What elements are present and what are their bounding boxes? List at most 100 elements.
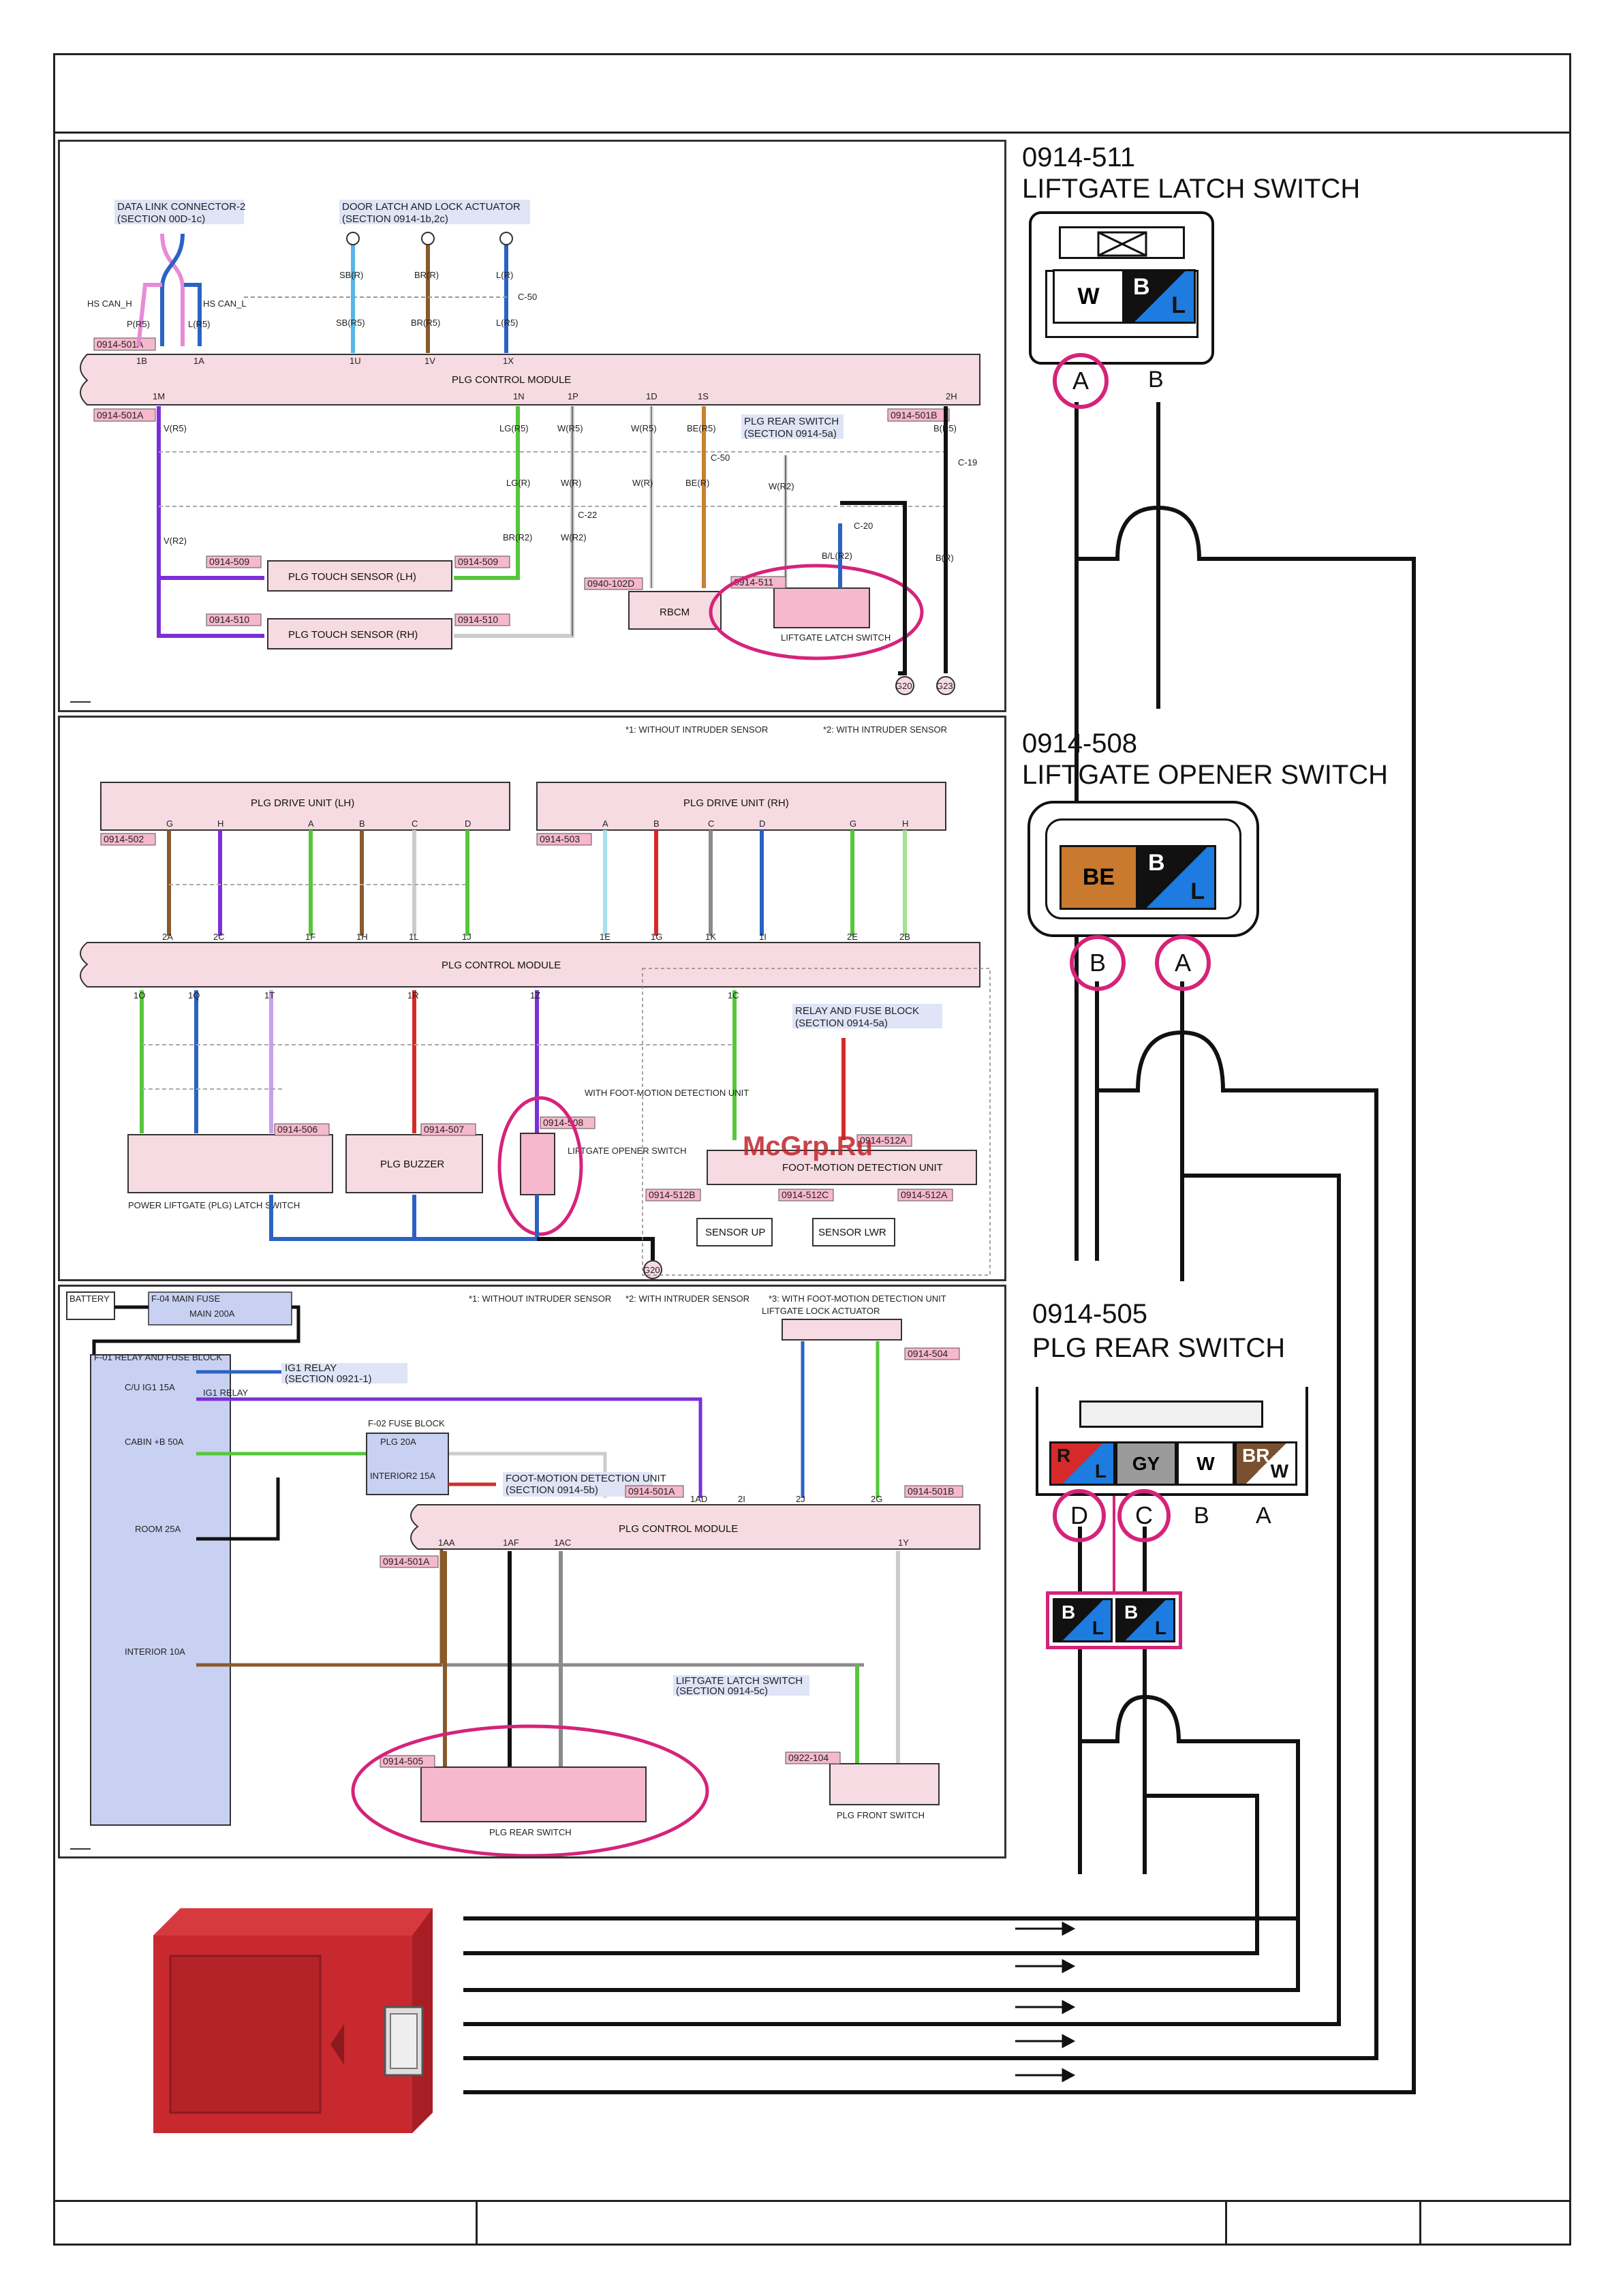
svg-text:1E: 1E <box>600 932 610 942</box>
svg-text:WITH FOOT-MOTION DETECTION UNI: WITH FOOT-MOTION DETECTION UNIT <box>585 1088 749 1098</box>
rear-cell-w: W <box>1177 1441 1235 1486</box>
rear-pin-a: A <box>1256 1503 1271 1529</box>
svg-text:1I: 1I <box>759 932 767 942</box>
svg-text:0914-510: 0914-510 <box>209 614 249 625</box>
svg-text:PLG CONTROL MODULE: PLG CONTROL MODULE <box>442 960 561 971</box>
svg-text:B/L(R2): B/L(R2) <box>822 551 852 561</box>
svg-text:BE(R5): BE(R5) <box>687 423 716 433</box>
svg-text:(SECTION 0914-1b,2c): (SECTION 0914-1b,2c) <box>342 213 448 225</box>
svg-text:1D: 1D <box>646 391 658 401</box>
svg-text:ROOM 25A: ROOM 25A <box>135 1524 181 1534</box>
svg-text:0914-506: 0914-506 <box>277 1124 318 1135</box>
rear-cell-brw: BR W <box>1235 1441 1297 1486</box>
svg-text:W(R5): W(R5) <box>631 423 657 433</box>
svg-text:MAIN 200A: MAIN 200A <box>189 1308 235 1319</box>
svg-text:L(R5): L(R5) <box>188 319 211 329</box>
rear-cell-br: BR <box>1242 1445 1270 1466</box>
svg-text:C-20: C-20 <box>854 521 873 531</box>
svg-text:C: C <box>412 818 418 829</box>
svg-text:G23: G23 <box>936 681 953 691</box>
svg-text:*3: WITH FOOT-MOTION DETECTION: *3: WITH FOOT-MOTION DETECTION UNIT <box>769 1294 946 1304</box>
svg-text:P(R5): P(R5) <box>127 319 150 329</box>
svg-text:L(R5): L(R5) <box>496 318 519 328</box>
svg-text:W(R2): W(R2) <box>561 532 587 542</box>
svg-text:BR(R): BR(R) <box>414 270 439 280</box>
svg-text:*1: WITHOUT INTRUDER SENSOR: *1: WITHOUT INTRUDER SENSOR <box>469 1294 611 1304</box>
svg-text:*1: WITHOUT INTRUDER SENSOR: *1: WITHOUT INTRUDER SENSOR <box>625 724 768 735</box>
opener-cell-b: B <box>1148 850 1165 876</box>
svg-text:0914-504: 0914-504 <box>908 1348 948 1359</box>
svg-text:SB(R5): SB(R5) <box>336 318 365 328</box>
adapter-cell-2-b: B <box>1124 1602 1139 1623</box>
svg-text:L(R): L(R) <box>496 270 513 280</box>
svg-text:B: B <box>653 818 660 829</box>
diagram-rear-switch: *1: WITHOUT INTRUDER SENSOR *2: WITH INT… <box>58 1285 1006 1858</box>
rear-pin-b: B <box>1194 1503 1209 1529</box>
svg-text:H: H <box>902 818 908 829</box>
rear-connector-name: PLG REAR SWITCH <box>1032 1333 1286 1363</box>
svg-text:PLG CONTROL MODULE: PLG CONTROL MODULE <box>619 1523 738 1535</box>
svg-text:A: A <box>602 818 608 829</box>
svg-text:V(R2): V(R2) <box>164 536 187 546</box>
svg-text:LG(R5): LG(R5) <box>499 423 529 433</box>
svg-text:1S: 1S <box>698 391 709 401</box>
svg-text:PLG TOUCH SENSOR (LH): PLG TOUCH SENSOR (LH) <box>288 571 416 583</box>
header-bar <box>53 53 1571 134</box>
svg-text:0914-503: 0914-503 <box>540 833 580 844</box>
svg-text:2C: 2C <box>213 932 225 942</box>
svg-text:PLG DRIVE UNIT (LH): PLG DRIVE UNIT (LH) <box>251 797 354 809</box>
wiring-svg-1: PLG CONTROL MODULE 0914-501A 0914-501A 0… <box>70 200 980 703</box>
svg-text:0940-102D: 0940-102D <box>587 578 634 589</box>
svg-text:PLG TOUCH SENSOR (RH): PLG TOUCH SENSOR (RH) <box>288 629 418 641</box>
svg-text:2H: 2H <box>946 391 957 401</box>
svg-text:1Y: 1Y <box>898 1537 909 1548</box>
rear-pin-c: C <box>1117 1489 1171 1542</box>
svg-text:1O: 1O <box>134 990 145 1000</box>
svg-text:0914-512C: 0914-512C <box>782 1189 829 1200</box>
svg-text:G20: G20 <box>895 681 912 691</box>
latch-cell-bl: B L <box>1124 269 1196 324</box>
svg-text:2I: 2I <box>738 1494 745 1504</box>
svg-text:F-04 MAIN FUSE: F-04 MAIN FUSE <box>151 1294 220 1304</box>
svg-text:1V: 1V <box>424 356 435 366</box>
svg-text:1X: 1X <box>503 356 514 366</box>
svg-text:W(R): W(R) <box>561 478 581 488</box>
svg-text:1B: 1B <box>136 356 147 366</box>
svg-text:1AF: 1AF <box>503 1537 519 1548</box>
svg-text:1P: 1P <box>568 391 578 401</box>
svg-text:1Z: 1Z <box>530 990 540 1000</box>
svg-text:2E: 2E <box>847 932 858 942</box>
opener-cell-be: BE <box>1060 845 1138 910</box>
svg-text:INTERIOR2 15A: INTERIOR2 15A <box>370 1471 435 1481</box>
svg-text:C/U IG1 15A: C/U IG1 15A <box>125 1382 175 1392</box>
svg-text:1F: 1F <box>305 932 315 942</box>
rear-cell-gy: GY <box>1115 1441 1177 1486</box>
latch-pin-a: A <box>1053 353 1109 409</box>
svg-text:2B: 2B <box>899 932 910 942</box>
svg-text:C-19: C-19 <box>958 457 977 468</box>
svg-text:B(R): B(R) <box>936 553 954 563</box>
svg-text:BE(R): BE(R) <box>685 478 709 488</box>
svg-text:1L: 1L <box>409 932 418 942</box>
svg-text:LG(R): LG(R) <box>506 478 530 488</box>
svg-text:PLG DRIVE UNIT (RH): PLG DRIVE UNIT (RH) <box>683 797 789 809</box>
svg-text:1AD: 1AD <box>690 1494 707 1504</box>
svg-text:RBCM: RBCM <box>660 607 690 618</box>
svg-text:0914-505: 0914-505 <box>383 1756 423 1766</box>
svg-text:BR(R2): BR(R2) <box>503 532 532 542</box>
svg-text:1R: 1R <box>407 990 419 1000</box>
svg-text:RELAY AND FUSE BLOCK: RELAY AND FUSE BLOCK <box>795 1005 919 1017</box>
svg-text:DATA LINK CONNECTOR-2: DATA LINK CONNECTOR-2 <box>117 201 245 213</box>
svg-text:G20: G20 <box>643 1265 660 1275</box>
opener-connector-name: LIFTGATE OPENER SWITCH <box>1022 760 1389 790</box>
diagram-liftgate-latch: PLG CONTROL MODULE 0914-501A 0914-501A 0… <box>58 140 1006 712</box>
svg-text:PLG REAR SWITCH: PLG REAR SWITCH <box>744 416 839 427</box>
rear-cell-w2: W <box>1270 1460 1288 1482</box>
svg-text:0914-501A: 0914-501A <box>97 410 144 420</box>
svg-text:C-50: C-50 <box>711 453 730 463</box>
svg-text:CABIN +B 50A: CABIN +B 50A <box>125 1437 184 1447</box>
svg-text:D: D <box>465 818 471 829</box>
adapter-cell-1: B L <box>1053 1598 1113 1642</box>
svg-text:1K: 1K <box>705 932 716 942</box>
ecu-module-illustration <box>153 1908 433 2133</box>
